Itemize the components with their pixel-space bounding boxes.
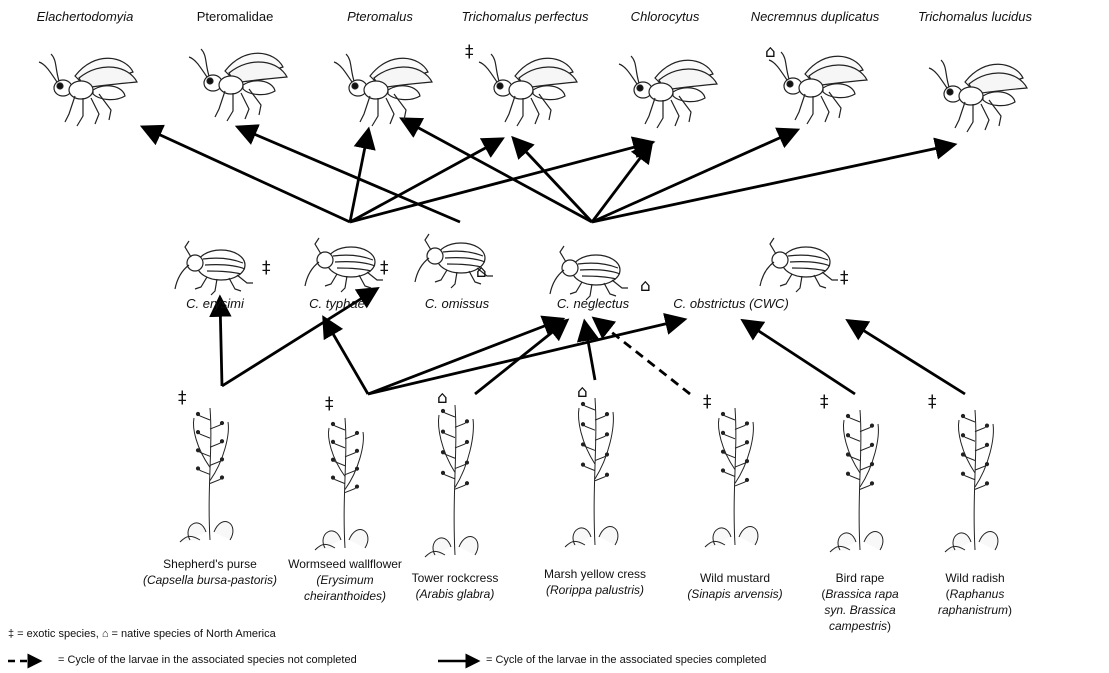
plant-status-p4: ⌂ bbox=[577, 382, 588, 402]
weevil-illustration-v4 bbox=[550, 246, 628, 300]
wasp-label-w6: Necremnus duplicatus bbox=[751, 9, 880, 24]
link-arrow-p1-v1 bbox=[220, 300, 222, 386]
weevil-status-v5: ‡ bbox=[840, 268, 849, 288]
plant-common-name: Wormseed wallflower bbox=[288, 557, 402, 571]
link-arrow-p4-v4 bbox=[585, 324, 595, 380]
wasp-illustration-w5 bbox=[619, 56, 717, 128]
link-arrow-v4-w3 bbox=[404, 120, 592, 222]
link-arrow-v4-w7 bbox=[592, 145, 952, 222]
weevil-status-v1: ‡ bbox=[262, 258, 271, 278]
link-arrow-p5-v4 bbox=[596, 320, 690, 394]
plant-illustration-p2 bbox=[315, 418, 368, 550]
plant-common-name: Wild mustard bbox=[700, 571, 770, 585]
plant-label-p1: Shepherd's purse (Capsella bursa-pastoris… bbox=[140, 556, 280, 588]
plant-common-name: Marsh yellow cress bbox=[544, 567, 646, 581]
weevil-illustration-v5 bbox=[760, 238, 838, 292]
weevil-status-v2: ‡ bbox=[380, 258, 389, 278]
plant-label-tail: ) bbox=[1008, 603, 1012, 617]
link-arrow-p2-v5 bbox=[368, 320, 682, 394]
wasp-label-w5: Chlorocytus bbox=[631, 9, 700, 24]
weevil-status-v4: ⌂ bbox=[640, 276, 651, 296]
plant-label-tail: ) bbox=[887, 619, 891, 633]
plant-common-name: Shepherd's purse bbox=[163, 557, 257, 571]
plant-status-p3: ⌂ bbox=[437, 388, 448, 408]
plant-label-p7: Wild radish (Raphanus raphanistrum) bbox=[915, 570, 1035, 618]
links-layer bbox=[145, 120, 965, 394]
link-arrow-v2-w1 bbox=[145, 128, 350, 222]
link-arrow-p7-v5 bbox=[850, 322, 965, 394]
plant-scientific-name: (Erysimum cheiranthoides) bbox=[304, 573, 386, 603]
wasp-illustration-w1 bbox=[39, 54, 137, 126]
plant-illustration-p4 bbox=[565, 398, 618, 547]
wasp-status-w4: ‡ bbox=[465, 42, 474, 62]
plant-status-p2: ‡ bbox=[325, 394, 334, 414]
wasp-label-w2: Pteromalidae bbox=[197, 9, 274, 24]
weevil-label-v3: C. omissus bbox=[425, 296, 489, 311]
link-arrow-p2-v2 bbox=[325, 320, 368, 394]
plant-illustration-p7 bbox=[945, 410, 998, 552]
wasp-illustration-w7 bbox=[929, 60, 1027, 132]
plant-status-p7: ‡ bbox=[928, 392, 937, 412]
weevil-label-v1: C. erysimi bbox=[186, 296, 244, 311]
legend-solid-text: = Cycle of the larvae in the associated … bbox=[486, 654, 766, 666]
plant-illustration-p5 bbox=[705, 408, 758, 547]
weevil-label-v5: C. obstrictus (CWC) bbox=[673, 296, 789, 311]
plant-scientific-name: (Sinapis arvensis) bbox=[687, 587, 782, 601]
plant-label-p4: Marsh yellow cress (Rorippa palustris) bbox=[535, 566, 655, 598]
wasp-label-w1: Elachertodomyia bbox=[37, 9, 134, 24]
legend-dashed-text: = Cycle of the larvae in the associated … bbox=[58, 654, 357, 666]
link-arrow-p3-v4 bbox=[475, 322, 565, 394]
wasp-illustration-w4 bbox=[479, 54, 577, 126]
weevil-illustration-v2 bbox=[305, 238, 383, 292]
wasp-label-w7: Trichomalus lucidus bbox=[918, 9, 1032, 24]
weevil-label-v2: C. typhae bbox=[309, 296, 365, 311]
link-arrow-v3-w2 bbox=[240, 128, 460, 222]
plant-scientific-name: (Rorippa palustris) bbox=[546, 583, 644, 597]
wasp-illustration-w2 bbox=[189, 49, 287, 121]
wasp-illustration-w6 bbox=[769, 52, 867, 124]
plant-status-p5: ‡ bbox=[703, 392, 712, 412]
plant-scientific-name: (Capsella bursa-pastoris) bbox=[143, 573, 277, 587]
wasp-label-w4: Trichomalus perfectus bbox=[462, 9, 589, 24]
wasp-illustration-w3 bbox=[334, 54, 432, 126]
plant-status-p6: ‡ bbox=[820, 392, 829, 412]
link-arrow-v4-w4 bbox=[515, 140, 592, 222]
plant-illustration-p1 bbox=[180, 408, 233, 542]
plant-label-p3: Tower rockcress (Arabis glabra) bbox=[400, 570, 510, 602]
link-arrow-v4-w6 bbox=[592, 131, 795, 222]
plant-status-p1: ‡ bbox=[178, 388, 187, 408]
weevil-illustration-v1 bbox=[175, 241, 253, 295]
weevil-label-v4: C. neglectus bbox=[557, 296, 629, 311]
plant-label-p2: Wormseed wallflower (Erysimum cheiranthoi… bbox=[275, 556, 415, 604]
plant-scientific-name: (Arabis glabra) bbox=[416, 587, 495, 601]
link-arrow-v2-w5 bbox=[350, 143, 650, 222]
link-arrow-p6-v5 bbox=[745, 322, 855, 394]
plant-common-name: Tower rockcress bbox=[412, 571, 499, 585]
weevil-status-v3: ⌂ bbox=[476, 262, 487, 282]
plant-label-p5: Wild mustard (Sinapis arvensis) bbox=[680, 570, 790, 602]
link-arrow-v2-w4 bbox=[350, 140, 500, 222]
legend-symbols: ‡ = exotic species, ⌂ = native species o… bbox=[8, 628, 276, 640]
wasp-label-w3: Pteromalus bbox=[347, 9, 413, 24]
plant-illustration-p3 bbox=[425, 405, 478, 557]
plant-label-p6: Bird rape (Brassica rapa syn. Brassica c… bbox=[810, 570, 910, 634]
wasp-status-w6: ⌂ bbox=[765, 42, 776, 62]
link-arrow-p2-v4 bbox=[368, 320, 560, 394]
plant-illustration-p6 bbox=[830, 410, 883, 552]
